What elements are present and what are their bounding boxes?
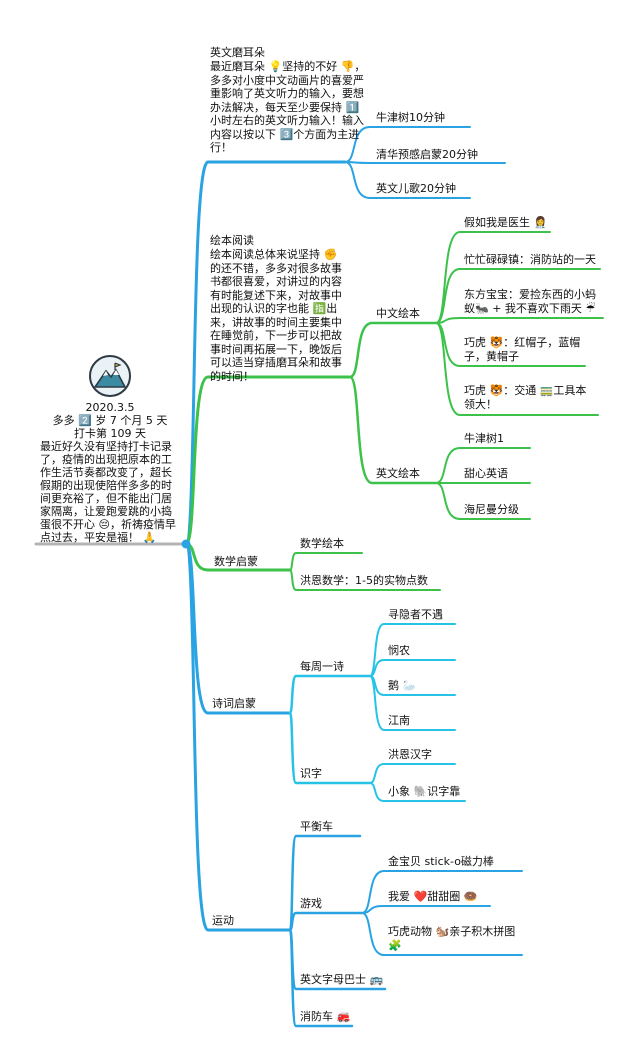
link-lit-1 <box>369 763 456 784</box>
link-math-1 <box>289 552 363 571</box>
literacy-item-2[interactable]: 小象 🐘识字靠 <box>388 785 461 798</box>
link-cbook-5 <box>435 322 599 416</box>
poem-2[interactable]: 悯农 <box>388 644 410 657</box>
weekly-poem-label[interactable]: 每周一诗 <box>300 660 344 673</box>
mountain-logo-icon <box>89 355 131 397</box>
english-item-3[interactable]: 英文儿歌20分钟 <box>376 182 456 195</box>
root-age: 多多 2️⃣ 岁 7 个月 5 天 <box>52 414 168 427</box>
root-node[interactable]: 2020.3.5 多多 2️⃣ 岁 7 个月 5 天 打卡第 109 天 最近好… <box>40 355 180 544</box>
link-ebook-1 <box>435 447 531 484</box>
root-body: 最近好久没有坚持打卡记录了，疫情的出现把原本的工作生活节奏都改变了，超长假期的出… <box>40 440 176 544</box>
hub-dot <box>181 539 191 549</box>
root-checkin: 打卡第 109 天 <box>74 427 146 440</box>
link-game-2 <box>361 905 491 914</box>
game-2[interactable]: 我爱 ❤️甜甜圈 🍩 <box>388 890 478 903</box>
link-poem-2 <box>369 659 456 677</box>
branch-english-note: 最近磨耳朵 💡坚持的不好 👎，多多对小度中文动画片的喜爱严重影响了英文听力的输入… <box>210 60 366 154</box>
link-game-1 <box>361 870 523 914</box>
link-sport <box>184 542 292 932</box>
link-games <box>288 911 364 932</box>
link-picturebook <box>184 375 352 546</box>
link-lit-2 <box>369 782 466 802</box>
link-cbook-3 <box>435 317 604 324</box>
link-english-3 <box>344 161 471 199</box>
branch-picturebook-note: 绘本阅读总体来说坚持 ✊的还不错，多多对很多故事书都很喜爱，对讲过的内容有时能复… <box>210 248 342 383</box>
math-item-1[interactable]: 数学绘本 <box>300 537 344 550</box>
link-weekly <box>288 674 372 715</box>
chinese-book-1[interactable]: 假如我是医生 👩‍⚕️ <box>464 216 548 229</box>
chinese-book-4[interactable]: 巧虎 🐯：红帽子，蓝帽子，黄帽子 <box>464 336 581 363</box>
english-item-2[interactable]: 清华预感启蒙20分钟 <box>376 148 478 161</box>
branch-math-title[interactable]: 数学启蒙 <box>214 555 258 568</box>
link-poem-1 <box>369 623 456 677</box>
english-book-3[interactable]: 海尼曼分级 <box>464 503 519 516</box>
english-book-2[interactable]: 甜心英语 <box>464 467 508 480</box>
link-math-2 <box>289 569 441 591</box>
poem-1[interactable]: 寻隐者不遇 <box>388 608 443 621</box>
link-english-1 <box>344 126 471 163</box>
link-game-3 <box>361 912 523 956</box>
branch-poetry-title[interactable]: 诗词启蒙 <box>212 697 256 710</box>
alphabet-bus[interactable]: 英文字母巴士 🚌 <box>300 973 384 986</box>
english-book-1[interactable]: 牛津树1 <box>464 432 504 445</box>
chinese-picturebook-label[interactable]: 中文绘本 <box>376 307 420 320</box>
english-picturebook-label[interactable]: 英文绘本 <box>376 467 420 480</box>
root-date: 2020.3.5 <box>85 401 135 414</box>
link-english-books <box>348 375 438 485</box>
branch-sport-title[interactable]: 运动 <box>212 914 234 927</box>
link-fire <box>288 928 354 1028</box>
game-1[interactable]: 金宝贝 stick-o磁力棒 <box>388 855 494 868</box>
link-ebook-3 <box>435 482 531 520</box>
link-english-2 <box>344 161 506 164</box>
literacy-label[interactable]: 识字 <box>300 767 322 780</box>
fire-truck[interactable]: 消防车 🚒 <box>300 1010 351 1023</box>
chinese-book-3[interactable]: 东方宝宝：爱捡东西的小蚂蚁🐜 + 我不喜欢下雨天 ☔ <box>464 288 596 315</box>
link-poem-4 <box>369 675 456 731</box>
game-3[interactable]: 巧虎动物 🐿️亲子积木拼图 🧩 <box>388 925 516 952</box>
branch-english-title[interactable]: 英文磨耳朵 <box>210 46 265 59</box>
link-chinese-books <box>348 321 438 379</box>
games-label[interactable]: 游戏 <box>300 897 322 910</box>
poem-4[interactable]: 江南 <box>388 714 410 727</box>
link-balance <box>288 834 362 932</box>
link-literacy <box>288 711 372 785</box>
poem-3[interactable]: 鹅 🦢 <box>388 679 417 692</box>
literacy-item-1[interactable]: 洪恩汉字 <box>388 748 432 761</box>
link-cbook-2 <box>435 268 601 324</box>
balance-bike[interactable]: 平衡车 <box>300 820 333 833</box>
chinese-book-2[interactable]: 忙忙碌碌镇：消防站的一天 <box>464 253 596 266</box>
math-item-2[interactable]: 洪恩数学：1-5的实物点数 <box>300 574 428 587</box>
branch-picturebook-title[interactable]: 绘本阅读 <box>210 234 254 247</box>
chinese-book-5[interactable]: 巧虎 🐯：交通 🚃工具本领大！ <box>464 384 587 411</box>
english-item-1[interactable]: 牛津树10分钟 <box>376 111 445 124</box>
link-cbook-1 <box>435 231 551 324</box>
